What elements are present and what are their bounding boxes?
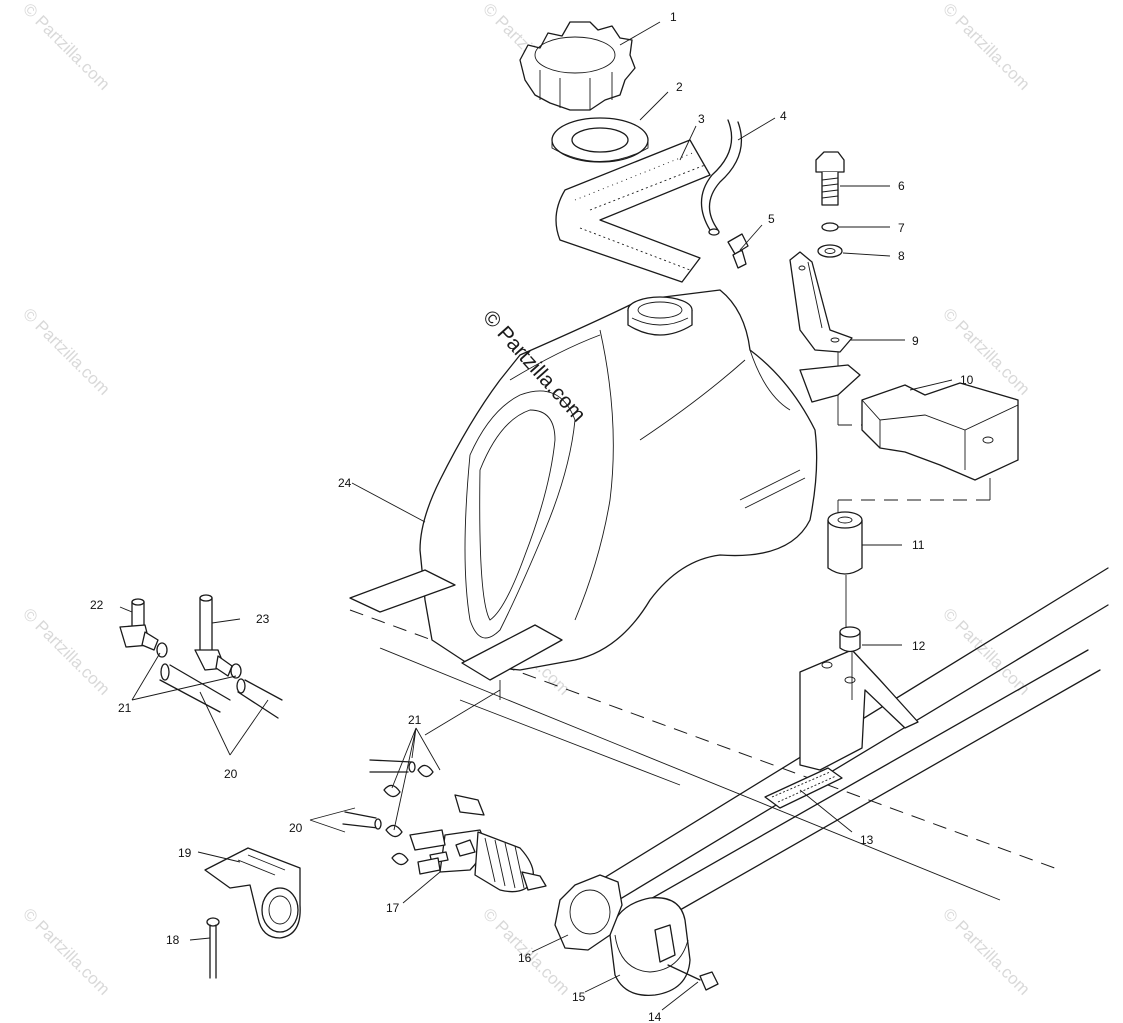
callout-21: 21 xyxy=(118,701,132,715)
foam-pad xyxy=(555,139,711,283)
callout-4: 4 xyxy=(780,109,787,123)
leader-lines xyxy=(119,21,953,1011)
cap-gasket xyxy=(551,117,649,163)
watermark: © Partzilla.com xyxy=(19,0,113,94)
fuel-line-hoses xyxy=(159,663,416,830)
bolt xyxy=(815,151,845,206)
callout-15: 15 xyxy=(572,990,586,1004)
watermark: © Partzilla.com xyxy=(939,904,1033,998)
watermark: © Partzilla.com xyxy=(19,604,113,698)
callout-7: 7 xyxy=(898,221,905,235)
callout-10: 10 xyxy=(960,373,974,387)
bushing xyxy=(839,626,861,653)
callout-16: 16 xyxy=(518,951,532,965)
callout-17: 17 xyxy=(386,901,400,915)
callout-5: 5 xyxy=(768,212,775,226)
pump-mount-bracket xyxy=(204,847,301,939)
callout-1: 1 xyxy=(670,10,677,24)
callout-13: 13 xyxy=(860,833,874,847)
callout-11: 11 xyxy=(912,538,925,552)
support-block xyxy=(861,382,1019,481)
watermark: © Partzilla.com xyxy=(939,0,1033,94)
callout-20: 20 xyxy=(289,821,303,835)
callout-8: 8 xyxy=(898,249,905,263)
hex-plug xyxy=(554,874,623,951)
callout-21: 21 xyxy=(408,713,422,727)
decal xyxy=(764,767,843,809)
vent-hose xyxy=(700,119,742,236)
frame-rail xyxy=(559,567,1109,923)
tank-bracket xyxy=(789,251,853,353)
fuel-pump xyxy=(383,764,547,893)
flat-washer xyxy=(817,244,843,258)
callout-22: 22 xyxy=(90,598,104,612)
vent-fitting xyxy=(727,233,749,269)
watermark: © Partzilla.com xyxy=(19,304,113,398)
rivet xyxy=(206,917,220,979)
callout-2: 2 xyxy=(676,80,683,94)
spacer-tube xyxy=(827,511,863,575)
tee-fitting xyxy=(194,594,242,679)
callout-19: 19 xyxy=(178,846,192,860)
callout-18: 18 xyxy=(166,933,180,947)
callout-23: 23 xyxy=(256,612,270,626)
callout-9: 9 xyxy=(912,334,919,348)
callout-24: 24 xyxy=(338,476,352,490)
elbow-fitting xyxy=(119,598,168,658)
fuel-cap xyxy=(519,21,636,111)
screw xyxy=(667,964,719,991)
callout-labels: 1 2 3 4 5 6 7 8 9 10 11 12 13 14 15 16 1… xyxy=(90,10,974,1023)
callout-14: 14 xyxy=(648,1010,662,1023)
fuel-tank xyxy=(349,289,861,700)
watermark: © Partzilla.com xyxy=(19,904,113,998)
callout-12: 12 xyxy=(912,639,926,653)
callout-6: 6 xyxy=(898,179,905,193)
callout-3: 3 xyxy=(698,112,705,126)
end-cap xyxy=(609,897,691,996)
watermark: © Partzilla.com xyxy=(939,604,1033,698)
lock-washer xyxy=(821,222,839,232)
callout-20: 20 xyxy=(224,767,238,781)
